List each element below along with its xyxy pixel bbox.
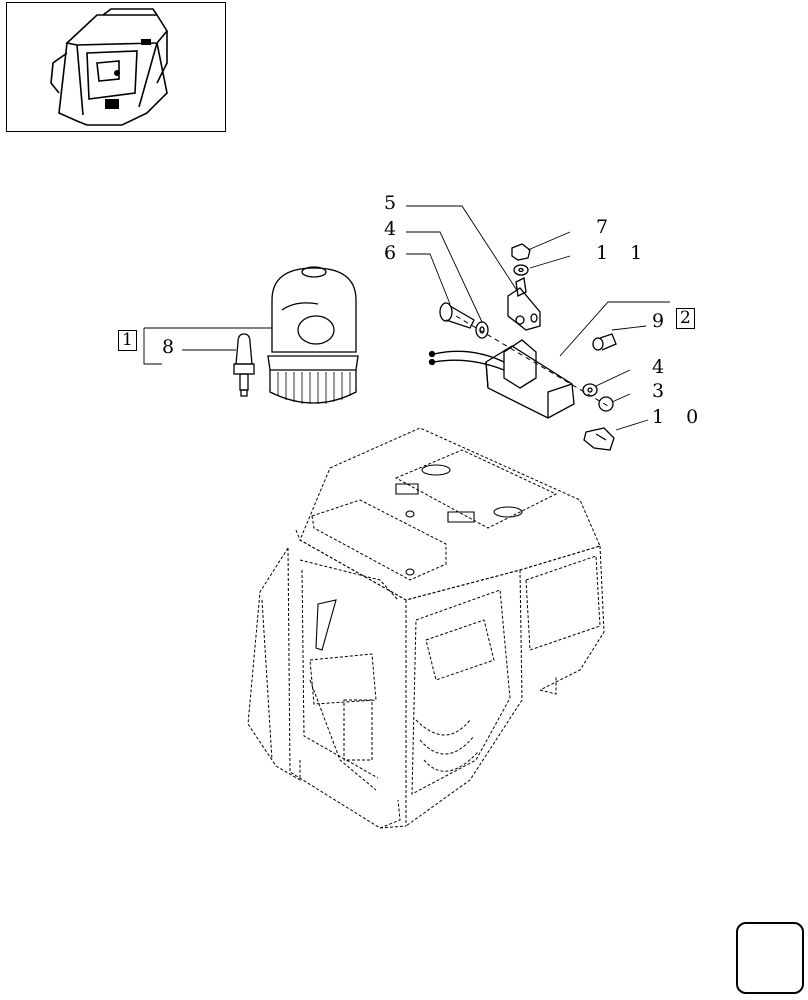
callout-7: 7 [596,216,617,238]
bolt-part-6 [439,302,475,329]
clip-part-10 [583,427,615,451]
callout-8: 8 [162,336,183,358]
callout-5: 5 [384,192,405,214]
ref-box-2[interactable]: 2 [676,308,695,329]
clevis-bracket-part-5 [507,277,541,331]
bulb-part-8 [233,333,255,397]
switch-box-part-9 [428,339,575,419]
callout-6: 6 [384,242,405,264]
callout-9: 9 [652,310,673,332]
tractor-cab [247,427,605,829]
callout-11: 1 1 [596,242,651,264]
beacon-lamp [267,266,359,404]
callout-3: 3 [652,380,673,402]
washer-part-11 [513,264,529,276]
nut-part-7 [511,243,531,261]
washer-part-4-upper [475,321,489,339]
next-page-button[interactable] [736,922,804,994]
washer-part-4-lower [582,383,598,397]
callout-10: 1 0 [652,406,707,428]
screw-part [592,333,617,351]
callout-4-upper: 4 [384,218,405,240]
nut-part-3 [598,396,614,412]
cab-thumbnail [6,2,226,132]
callout-4-lower: 4 [652,356,673,378]
ref-box-1[interactable]: 1 [118,330,137,351]
cab-thumbnail-icon [50,8,168,126]
